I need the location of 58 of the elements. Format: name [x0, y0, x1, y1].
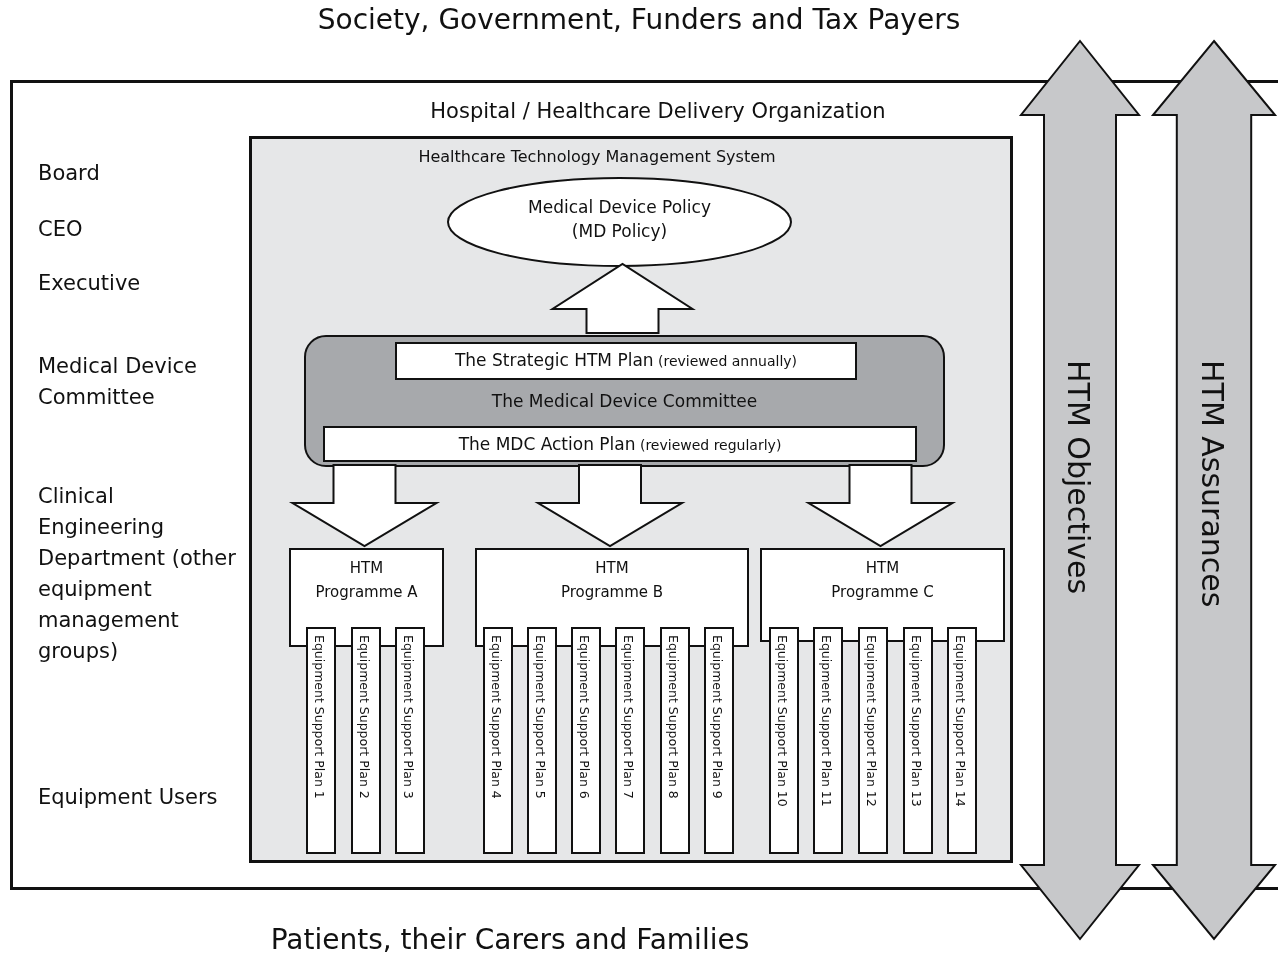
support-plan-bar — [858, 627, 888, 854]
support-plan-bar — [306, 627, 336, 854]
group-caption: Patients, their Carers and Families — [269, 922, 751, 958]
programme-label: HTM Programme A — [314, 558, 419, 603]
block-arrow — [804, 464, 957, 548]
programme-label: HTM Programme C — [830, 558, 935, 603]
plan-label: Equipment Support Plan 3 — [401, 635, 416, 799]
group-caption: Society, Government, Funders and Tax Payers — [316, 2, 962, 38]
support-plan-bar — [527, 627, 557, 854]
plan-label: Equipment Support Plan 5 — [533, 635, 548, 799]
plan-title: The Strategic HTM Plan (reviewed annually) — [453, 350, 799, 370]
support-plan-bar — [571, 627, 601, 854]
support-plan-bar — [483, 627, 513, 854]
plan-label: Equipment Support Plan 9 — [710, 635, 725, 799]
plan-label: Equipment Support Plan 8 — [666, 635, 681, 799]
policy-label: Medical Device Policy (MD Policy) — [527, 196, 712, 243]
block-arrow — [534, 464, 686, 548]
support-plan-bar — [395, 627, 425, 854]
plan-label: Equipment Support Plan 7 — [621, 635, 636, 799]
support-plan-bar — [660, 627, 690, 854]
level-label: Equipment Users — [38, 784, 219, 811]
plan-label: Equipment Support Plan 12 — [864, 635, 879, 807]
plan-bar — [323, 426, 917, 462]
plan-label: Equipment Support Plan 11 — [819, 635, 834, 807]
arrow-label: HTM Objectives — [1061, 360, 1096, 595]
plan-label: Equipment Support Plan 2 — [357, 635, 372, 799]
system-panel — [249, 136, 1013, 863]
support-plan-bar — [615, 627, 645, 854]
double-headed-banner — [1152, 40, 1276, 940]
arrow-label: HTM Assurances — [1195, 360, 1230, 608]
support-plan-bar — [769, 627, 799, 854]
panel-heading: The Medical Device Committee — [490, 391, 759, 411]
level-label: CEO — [38, 216, 84, 243]
policy-ellipse — [447, 177, 792, 267]
plan-label: Equipment Support Plan 14 — [953, 635, 968, 807]
support-plan-bar — [351, 627, 381, 854]
plan-title: The MDC Action Plan (reviewed regularly) — [457, 434, 783, 454]
support-plan-bar — [903, 627, 933, 854]
frame-heading: Hospital / Healthcare Delivery Organization — [429, 99, 887, 123]
support-plan-bar — [813, 627, 843, 854]
level-label: Board — [38, 160, 101, 187]
plan-label: Equipment Support Plan 6 — [577, 635, 592, 799]
programme-label: HTM Programme B — [559, 558, 665, 603]
block-arrow — [288, 464, 441, 548]
support-plan-bar — [704, 627, 734, 854]
block-arrow — [549, 262, 696, 334]
plan-label: Equipment Support Plan 10 — [775, 635, 790, 807]
support-plan-bar — [947, 627, 977, 854]
plan-label: Equipment Support Plan 4 — [489, 635, 504, 799]
committee-panel — [304, 335, 945, 467]
level-label: Clinical Engineering Department (other equipment management groups) — [38, 483, 237, 665]
plan-bar — [395, 342, 857, 380]
panel-heading: Healthcare Technology Management System — [417, 147, 777, 166]
plan-label: Equipment Support Plan 13 — [909, 635, 924, 807]
level-label: Executive — [38, 270, 142, 297]
level-label: Medical Device Committee — [38, 353, 198, 411]
double-headed-banner — [1020, 40, 1140, 940]
plan-label: Equipment Support Plan 1 — [312, 635, 327, 799]
